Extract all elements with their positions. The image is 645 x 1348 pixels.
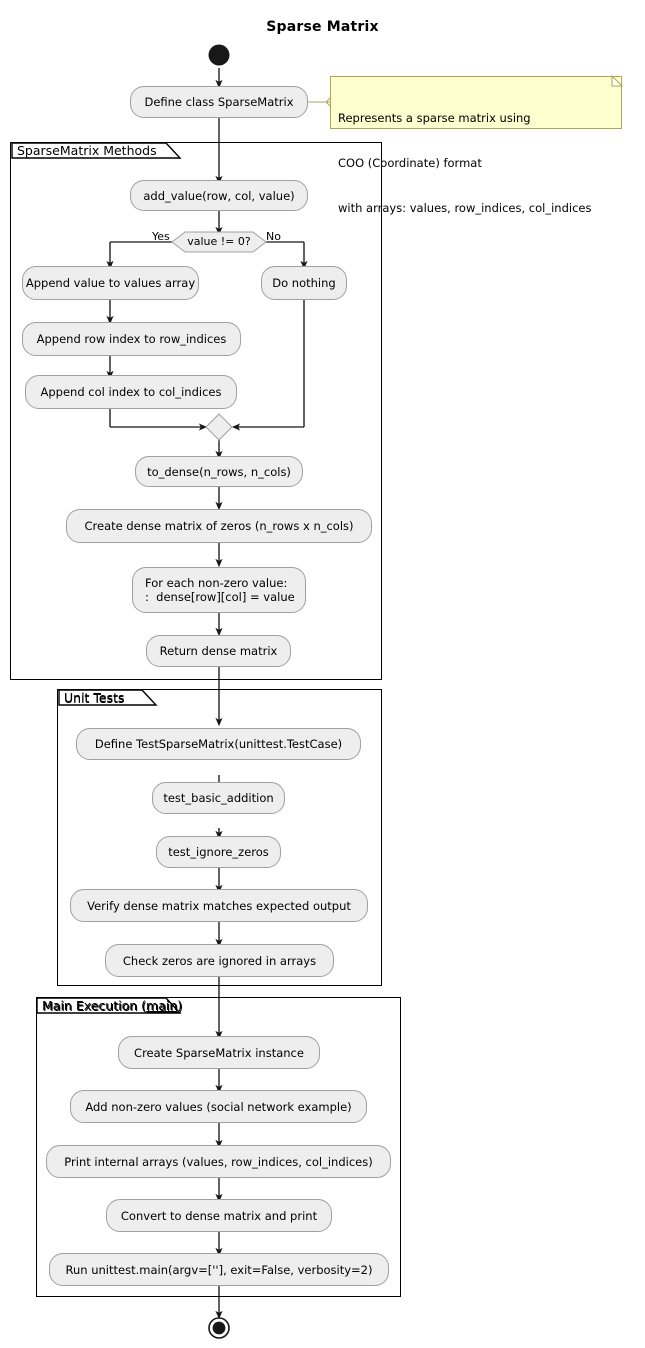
node-decision-label[interactable]: value != 0?: [187, 235, 251, 248]
node-convert-to-dense[interactable]: Convert to dense matrix and print: [106, 1199, 332, 1232]
node-to-dense[interactable]: to_dense(n_rows, n_cols): [135, 456, 303, 487]
node-label-line1: For each non-zero value:: [145, 576, 288, 590]
node-test-basic-addition[interactable]: test_basic_addition: [152, 782, 285, 814]
node-define-class[interactable]: Define class SparseMatrix: [130, 86, 308, 118]
node-append-row-index[interactable]: Append row index to row_indices: [22, 322, 241, 356]
page-title: Sparse Matrix: [266, 19, 379, 35]
node-run-unittest-main[interactable]: Run unittest.main(argv=[''], exit=False,…: [49, 1253, 389, 1286]
node-do-nothing[interactable]: Do nothing: [261, 266, 347, 300]
frame-label-suffix: ): [178, 999, 184, 1014]
node-add-nonzero-values[interactable]: Add non-zero values (social network exam…: [70, 1090, 367, 1123]
node-label: Create SparseMatrix instance: [134, 1045, 304, 1060]
node-append-value[interactable]: Append value to values array: [22, 266, 199, 300]
node-check-zeros-ignored[interactable]: Check zeros are ignored in arrays: [105, 944, 334, 977]
frame-label-text: SparseMatrix Methods: [17, 143, 157, 158]
end-node-inner: [212, 1321, 226, 1335]
start-node: [208, 44, 230, 66]
node-label: Print internal arrays (values, row_indic…: [64, 1154, 373, 1169]
node-verify-dense-matrix[interactable]: Verify dense matrix matches expected out…: [70, 889, 368, 922]
node-label: Check zeros are ignored in arrays: [122, 953, 317, 968]
frame-label-main-link: main: [147, 999, 179, 1014]
node-add-value[interactable]: add_value(row, col, value): [130, 180, 308, 211]
frame-sparsematrix-methods-label-text: SparseMatrix Methods: [13, 142, 160, 159]
frame-unit-tests: [57, 689, 382, 986]
frame-unit-tests-label: Unit Tests: [60, 690, 128, 707]
frame-unit-tests-label-text: Unit Tests: [60, 689, 128, 706]
node-label: Return dense matrix: [159, 644, 278, 658]
frame-label-prefix: Main Execution (: [43, 999, 148, 1014]
node-label: Append col index to col_indices: [40, 385, 222, 399]
frame-label-text: Unit Tests: [64, 691, 125, 706]
frame-main-execution-label-text: Main Execution (main): [38, 997, 185, 1014]
frame-label-suffix: ): [177, 998, 183, 1013]
frame-main-execution-label: Main Execution (main): [39, 998, 186, 1015]
node-label: Run unittest.main(argv=[''], exit=False,…: [65, 1262, 373, 1277]
node-create-sparsematrix-instance[interactable]: Create SparseMatrix instance: [118, 1036, 320, 1069]
note-line: COO (Coordinate) format: [338, 156, 482, 170]
node-define-testsparsematrix[interactable]: Define TestSparseMatrix(unittest.TestCas…: [76, 728, 361, 760]
node-label: Append row index to row_indices: [36, 332, 227, 346]
node-return-dense-matrix[interactable]: Return dense matrix: [146, 635, 291, 667]
node-test-ignore-zeros[interactable]: test_ignore_zeros: [156, 836, 281, 868]
node-label: to_dense(n_rows, n_cols): [147, 464, 291, 479]
node-label: Create dense matrix of zeros (n_rows x n…: [84, 519, 354, 533]
node-append-col-index[interactable]: Append col index to col_indices: [25, 375, 237, 409]
frame-label-prefix: Main Execution (: [42, 998, 147, 1013]
frame-sparsematrix-methods: [10, 142, 382, 680]
note-sparsematrix: Represents a sparse matrix using COO (Co…: [330, 76, 622, 215]
node-label: Define class SparseMatrix: [144, 95, 294, 109]
node-label: test_basic_addition: [163, 791, 274, 805]
node-label: Define TestSparseMatrix(unittest.TestCas…: [94, 737, 343, 751]
node-label: Verify dense matrix matches expected out…: [87, 898, 351, 913]
decision-node-shape: [171, 231, 267, 253]
node-print-internal-arrays[interactable]: Print internal arrays (values, row_indic…: [46, 1145, 391, 1178]
node-label: Convert to dense matrix and print: [120, 1208, 318, 1223]
node-label: Append value to values array: [25, 276, 196, 290]
node-create-dense-matrix[interactable]: Create dense matrix of zeros (n_rows x n…: [66, 509, 372, 543]
frame-label-text: Unit Tests: [64, 690, 125, 705]
node-label: add_value(row, col, value): [143, 188, 295, 203]
note-line: with arrays: values, row_indices, col_in…: [338, 201, 592, 215]
node-for-each-nonzero[interactable]: For each non-zero value: : dense[row][co…: [132, 567, 306, 613]
node-label: test_ignore_zeros: [168, 845, 269, 859]
frame-main-execution: [36, 997, 401, 1297]
node-label: Add non-zero values (social network exam…: [85, 1099, 352, 1114]
edge-label-yes: Yes: [152, 230, 170, 243]
edge-label-no: No: [266, 230, 281, 243]
node-label-line2: : dense[row][col] = value: [145, 590, 295, 604]
merge-node-shape: [205, 413, 233, 441]
note-line: Represents a sparse matrix using: [338, 111, 531, 125]
frame-label-main-link: main: [146, 998, 178, 1013]
node-label: Do nothing: [272, 276, 336, 290]
